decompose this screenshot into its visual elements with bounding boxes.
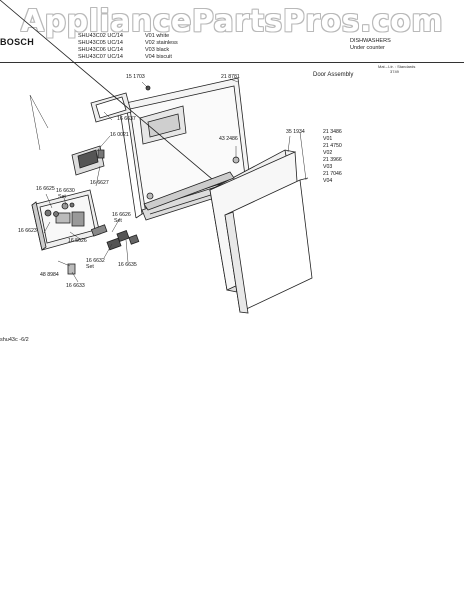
part-label-166630[interactable]: 16 6630 bbox=[56, 188, 75, 194]
model-line-2: SHU43C05 UC/14 bbox=[78, 40, 123, 46]
part-label-166623[interactable]: 16 6623 bbox=[18, 228, 37, 234]
part-label-160021[interactable]: 16 0021 bbox=[110, 132, 129, 138]
part-label-166632[interactable]: 16 6632 bbox=[86, 258, 105, 264]
part-label-214750[interactable]: 21 4750 bbox=[323, 143, 342, 149]
part-label-166635[interactable]: 16 6635 bbox=[118, 262, 137, 268]
variant-line-2: V02 stainless bbox=[145, 40, 178, 46]
part-label-166627[interactable]: 16 6627 bbox=[90, 180, 109, 186]
part-label-213486[interactable]: 21 3486 bbox=[323, 129, 342, 135]
control-housing bbox=[31, 189, 101, 251]
set-label-2: Set bbox=[114, 218, 122, 224]
part-label-213966[interactable]: 21 3966 bbox=[323, 157, 342, 163]
model-line-4: SHU43C07 UC/14 bbox=[78, 54, 123, 60]
variant-line-3: V03 black bbox=[145, 47, 170, 53]
part-label-488984[interactable]: 48 8984 bbox=[40, 272, 59, 278]
model-line-3: SHU43C06 UC/14 bbox=[78, 47, 123, 53]
part-label-151703[interactable]: 15 1703 bbox=[126, 74, 145, 80]
variant-line-1: V01 white bbox=[145, 33, 170, 39]
variant-label-v01: V01 bbox=[323, 136, 333, 142]
variant-label-v04: V04 bbox=[323, 178, 333, 184]
revision-line-1: Mat.-.Ltr. : Standards bbox=[378, 64, 416, 69]
category-label: DISHWASHERS bbox=[350, 38, 391, 44]
part-label-218781[interactable]: 21 8781 bbox=[221, 74, 240, 80]
brand-name: BOSCH bbox=[0, 37, 35, 47]
variant-label-v02: V02 bbox=[323, 150, 333, 156]
part-label-166625[interactable]: 16 6625 bbox=[36, 186, 55, 192]
subcategory-label: Under counter bbox=[350, 45, 385, 51]
revision-box: Mat.-.Ltr. : Standards 3749 bbox=[378, 64, 415, 74]
outer-panel-front bbox=[224, 177, 313, 314]
hinge-rail bbox=[143, 156, 240, 211]
footer-code: shu43c -6/2 bbox=[0, 337, 29, 343]
revision-line-2: 3749 bbox=[390, 69, 399, 74]
small-parts bbox=[44, 85, 151, 275]
leader-lines bbox=[29, 78, 307, 283]
header-divider bbox=[0, 62, 464, 63]
part-label-166633[interactable]: 16 6633 bbox=[66, 283, 85, 289]
set-label-1: Set bbox=[58, 194, 66, 200]
variant-label-v03: V03 bbox=[323, 164, 333, 170]
variant-line-4: V04 biscuit bbox=[145, 54, 172, 60]
model-line-1: SHU43C02 UC/14 bbox=[78, 33, 123, 39]
control-module bbox=[71, 145, 105, 176]
watermark-logo: AppliancePartsPros.com bbox=[20, 4, 444, 39]
part-label-166637[interactable]: 16 6637 bbox=[117, 116, 136, 122]
gasket-frame bbox=[90, 92, 132, 123]
part-label-165626[interactable]: 16 5626 bbox=[68, 238, 87, 244]
section-title: Door Assembly bbox=[313, 72, 354, 78]
part-label-166626[interactable]: 16 6626 bbox=[112, 212, 131, 218]
part-label-217046[interactable]: 21 7046 bbox=[323, 171, 342, 177]
part-label-432486[interactable]: 43 2486 bbox=[219, 136, 238, 142]
set-label-3: Set bbox=[86, 264, 94, 270]
part-label-351934[interactable]: 35 1934 bbox=[286, 129, 305, 135]
